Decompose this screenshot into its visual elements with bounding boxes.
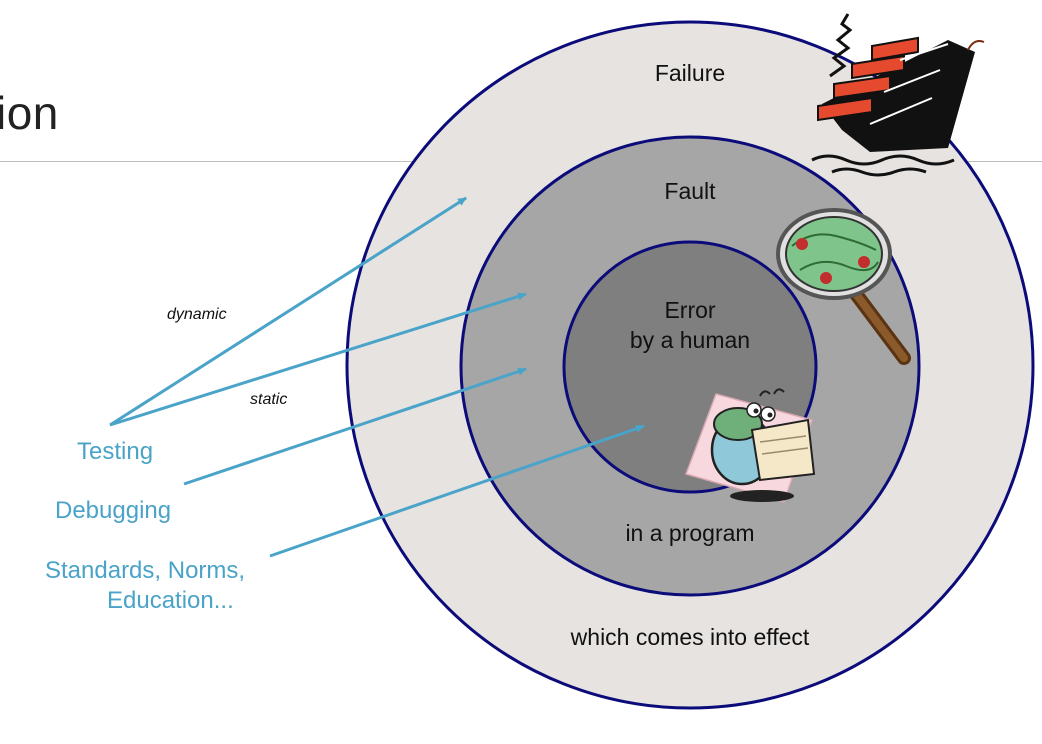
dynamic-label: dynamic — [167, 306, 227, 323]
error-label: Error — [664, 297, 715, 323]
static-label: static — [250, 391, 287, 408]
comes-into-effect-label: which comes into effect — [570, 624, 810, 650]
confused-bug-icon — [685, 388, 816, 503]
static-testing-arrow — [109, 292, 527, 427]
failure-label: Failure — [655, 60, 725, 86]
magnifying-glass-bugs-icon — [776, 208, 911, 365]
debugging-label: Debugging — [55, 497, 171, 524]
sinking-ship-icon — [811, 13, 985, 177]
standards-arrow — [269, 424, 645, 558]
debugging-arrow — [183, 367, 527, 486]
fault-label: Fault — [664, 178, 716, 204]
error-by-human-label: by a human — [630, 327, 750, 353]
standards-label: Standards, Norms, — [45, 557, 245, 584]
dynamic-testing-arrow — [109, 196, 467, 427]
in-a-program-label: in a program — [625, 520, 754, 546]
education-label: Education... — [107, 587, 234, 614]
testing-label: Testing — [77, 438, 153, 465]
slide-title: ion — [0, 87, 59, 139]
